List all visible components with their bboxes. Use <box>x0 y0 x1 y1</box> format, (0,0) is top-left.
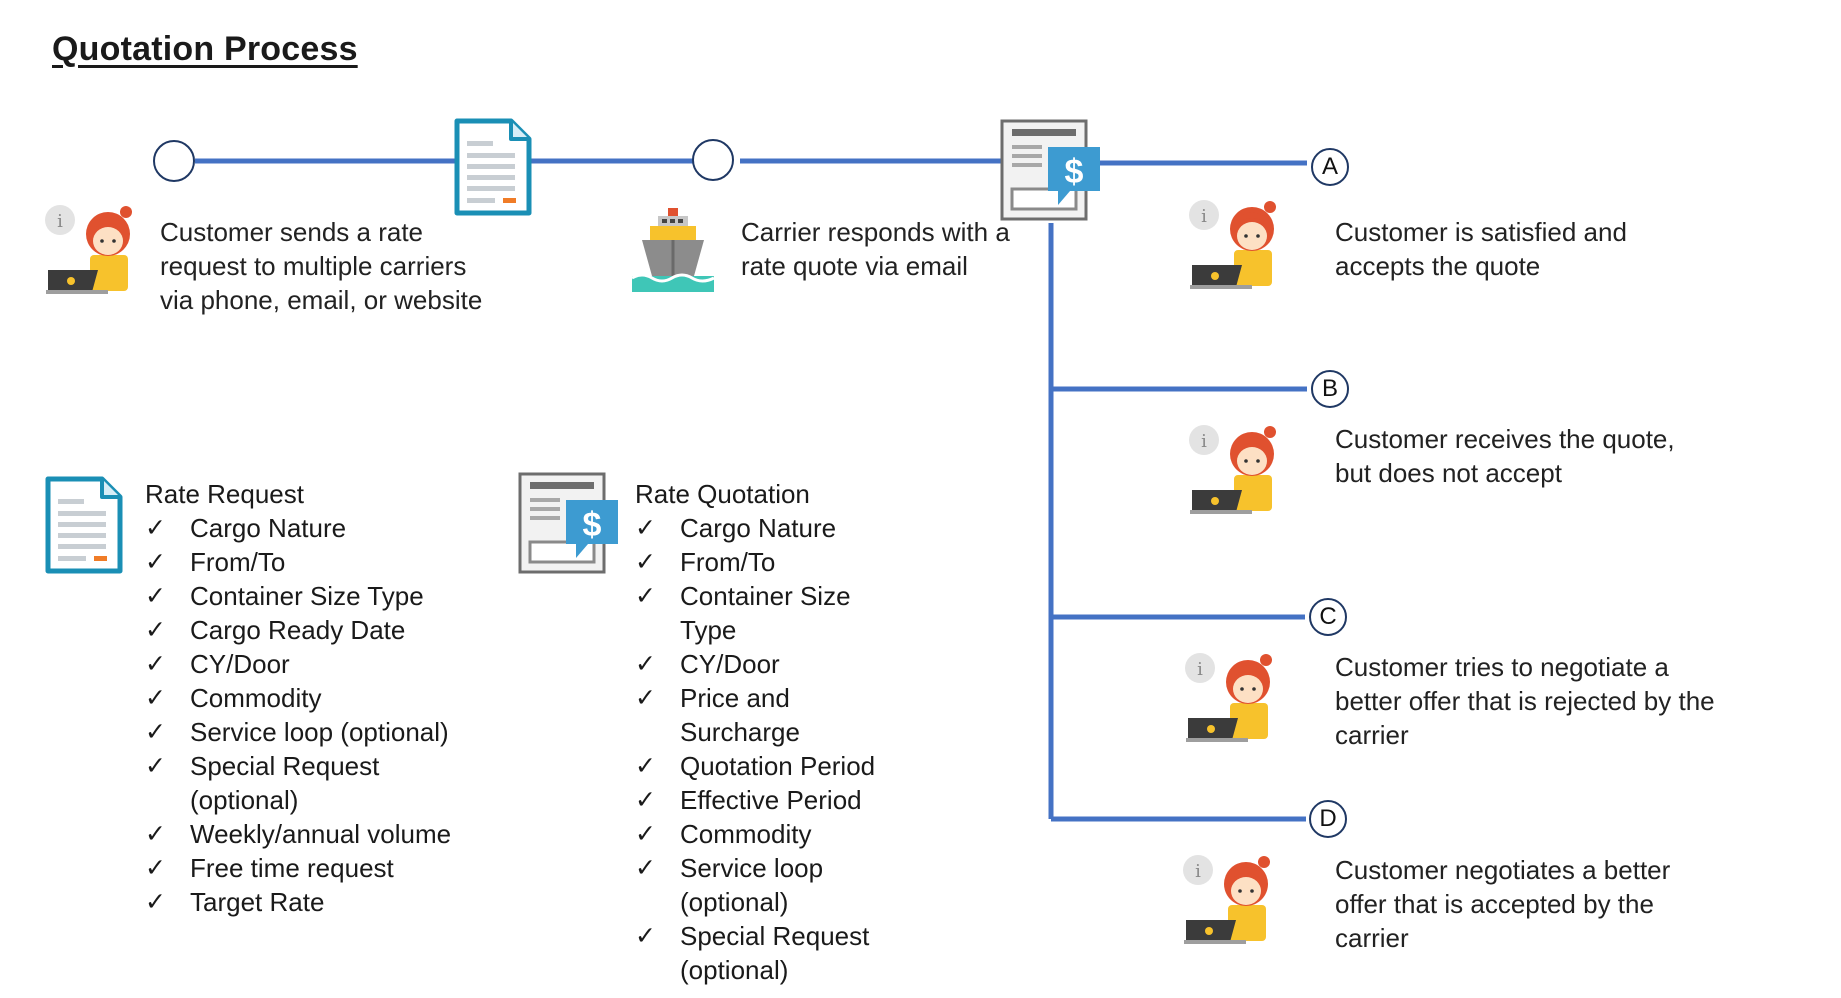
svg-text:$: $ <box>583 506 602 544</box>
rate-request-list: Rate Request ✓ Cargo Nature ✓ From/To ✓ Conta… <box>145 477 475 919</box>
step-2-text: Carrier responds with a rate quote via e… <box>741 217 1010 281</box>
rate-request-item: ✓ CY/Door <box>145 647 475 681</box>
rate-quotation-heading: Rate Quotation <box>635 479 810 509</box>
outcome-a-marker: A <box>1311 148 1349 186</box>
rate-quotation-item: ✓ Price and Surcharge <box>635 681 910 749</box>
rate-request-item: ✓ Weekly/annual volume <box>145 817 475 851</box>
rate-request-item: ✓ Service loop (optional) <box>145 715 475 749</box>
quote-document-icon: $ <box>518 472 618 574</box>
rate-request-item-label: Service loop (optional) <box>190 717 449 747</box>
check-icon: ✓ <box>145 615 166 644</box>
check-icon: ✓ <box>145 649 166 678</box>
rate-quotation-item-label: Effective Period <box>680 785 862 815</box>
rate-request-item-label: Free time request <box>190 853 394 883</box>
check-icon: ✓ <box>635 921 656 950</box>
svg-text:i: i <box>1201 206 1207 227</box>
rate-quotation-item-label: From/To <box>680 547 776 577</box>
check-icon: ✓ <box>635 819 656 848</box>
document-icon <box>454 118 532 216</box>
rate-request-item: ✓ Cargo Nature <box>145 511 475 545</box>
check-icon: ✓ <box>145 853 166 882</box>
rate-request-item: ✓ Special Request (optional) <box>145 749 475 817</box>
rate-request-item: ✓ Target Rate <box>145 885 475 919</box>
outcome-a-text: Customer is satisfied and accepts the qu… <box>1335 217 1627 281</box>
rate-request-item-label: Commodity <box>190 683 322 713</box>
check-icon: ✓ <box>635 853 656 882</box>
check-icon: ✓ <box>145 683 166 712</box>
outcome-c-marker: C <box>1309 598 1347 636</box>
check-icon: ✓ <box>635 581 656 610</box>
rate-quotation-item: ✓ Container Size Type <box>635 579 910 647</box>
step-node-1 <box>153 140 195 182</box>
rate-request-heading: Rate Request <box>145 479 304 509</box>
rate-request-item-label: Target Rate <box>190 887 325 917</box>
rate-quotation-list: Rate Quotation ✓ Cargo Nature ✓ From/To ✓ Con… <box>635 477 910 987</box>
rate-request-item-label: CY/Door <box>190 649 290 679</box>
rate-quotation-item: ✓ Cargo Nature <box>635 511 910 545</box>
customer-icon: i <box>1183 855 1270 944</box>
rate-quotation-item: ✓ Effective Period <box>635 783 910 817</box>
rate-request-item: ✓ From/To <box>145 545 475 579</box>
check-icon: ✓ <box>635 547 656 576</box>
page-title: Quotation Process <box>52 30 358 68</box>
outcome-b-text: Customer receives the quote, but does no… <box>1335 424 1675 488</box>
rate-request-item: ✓ Cargo Ready Date <box>145 613 475 647</box>
check-icon: ✓ <box>145 751 166 780</box>
check-icon: ✓ <box>635 683 656 712</box>
ship-icon <box>631 208 715 292</box>
check-icon: ✓ <box>635 751 656 780</box>
rate-quotation-item-label: Quotation Period <box>680 751 876 781</box>
rate-quotation-item-label: Commodity <box>680 819 812 849</box>
document-icon <box>45 476 123 574</box>
outcome-d-text: Customer negotiates a better offer that … <box>1335 855 1671 953</box>
rate-quotation-item-label: CY/Door <box>680 649 780 679</box>
check-icon: ✓ <box>145 513 166 542</box>
rate-quotation-item-label: Container Size Type <box>680 581 851 645</box>
quote-document-icon: $ <box>1000 119 1100 221</box>
check-icon: ✓ <box>635 649 656 678</box>
check-icon: ✓ <box>635 785 656 814</box>
svg-text:i: i <box>1195 861 1201 882</box>
rate-quotation-item: ✓ Service loop (optional) <box>635 851 910 919</box>
rate-quotation-item-label: Cargo Nature <box>680 513 837 543</box>
rate-request-item: ✓ Container Size Type <box>145 579 475 613</box>
customer-icon: i <box>1185 653 1272 742</box>
step-node-2 <box>692 139 734 181</box>
rate-quotation-item-label: Special Request (optional) <box>680 921 870 985</box>
outcome-b-marker: B <box>1311 370 1349 408</box>
step-1-text: Customer sends a rate request to multipl… <box>160 217 483 315</box>
customer-icon: i <box>1189 200 1276 289</box>
check-icon: ✓ <box>145 581 166 610</box>
rate-request-item-label: Container Size Type <box>190 581 424 611</box>
svg-text:i: i <box>57 211 63 232</box>
rate-request-item-label: Cargo Ready Date <box>190 615 406 645</box>
rate-quotation-item: ✓ Special Request (optional) <box>635 919 910 987</box>
rate-request-item-label: From/To <box>190 547 286 577</box>
rate-request-item-label: Weekly/annual volume <box>190 819 452 849</box>
customer-icon: i <box>45 205 132 294</box>
svg-text:i: i <box>1201 431 1207 452</box>
rate-request-item-label: Special Request (optional) <box>190 751 380 815</box>
check-icon: ✓ <box>145 819 166 848</box>
rate-quotation-item: ✓ CY/Door <box>635 647 910 681</box>
rate-quotation-item: ✓ Commodity <box>635 817 910 851</box>
check-icon: ✓ <box>145 547 166 576</box>
rate-quotation-item-label: Service loop (optional) <box>680 853 824 917</box>
check-icon: ✓ <box>145 717 166 746</box>
rate-request-item: ✓ Free time request <box>145 851 475 885</box>
outcome-c-text: Customer tries to negotiate a better off… <box>1335 652 1715 750</box>
outcome-d-marker: D <box>1309 800 1347 838</box>
customer-icon: i <box>1189 425 1276 514</box>
rate-quotation-item: ✓ Quotation Period <box>635 749 910 783</box>
check-icon: ✓ <box>635 513 656 542</box>
svg-text:i: i <box>1197 659 1203 680</box>
rate-request-item: ✓ Commodity <box>145 681 475 715</box>
check-icon: ✓ <box>145 887 166 916</box>
rate-request-item-label: Cargo Nature <box>190 513 347 543</box>
rate-quotation-item: ✓ From/To <box>635 545 910 579</box>
rate-quotation-item-label: Price and Surcharge <box>680 683 800 747</box>
svg-text:$: $ <box>1065 153 1084 191</box>
